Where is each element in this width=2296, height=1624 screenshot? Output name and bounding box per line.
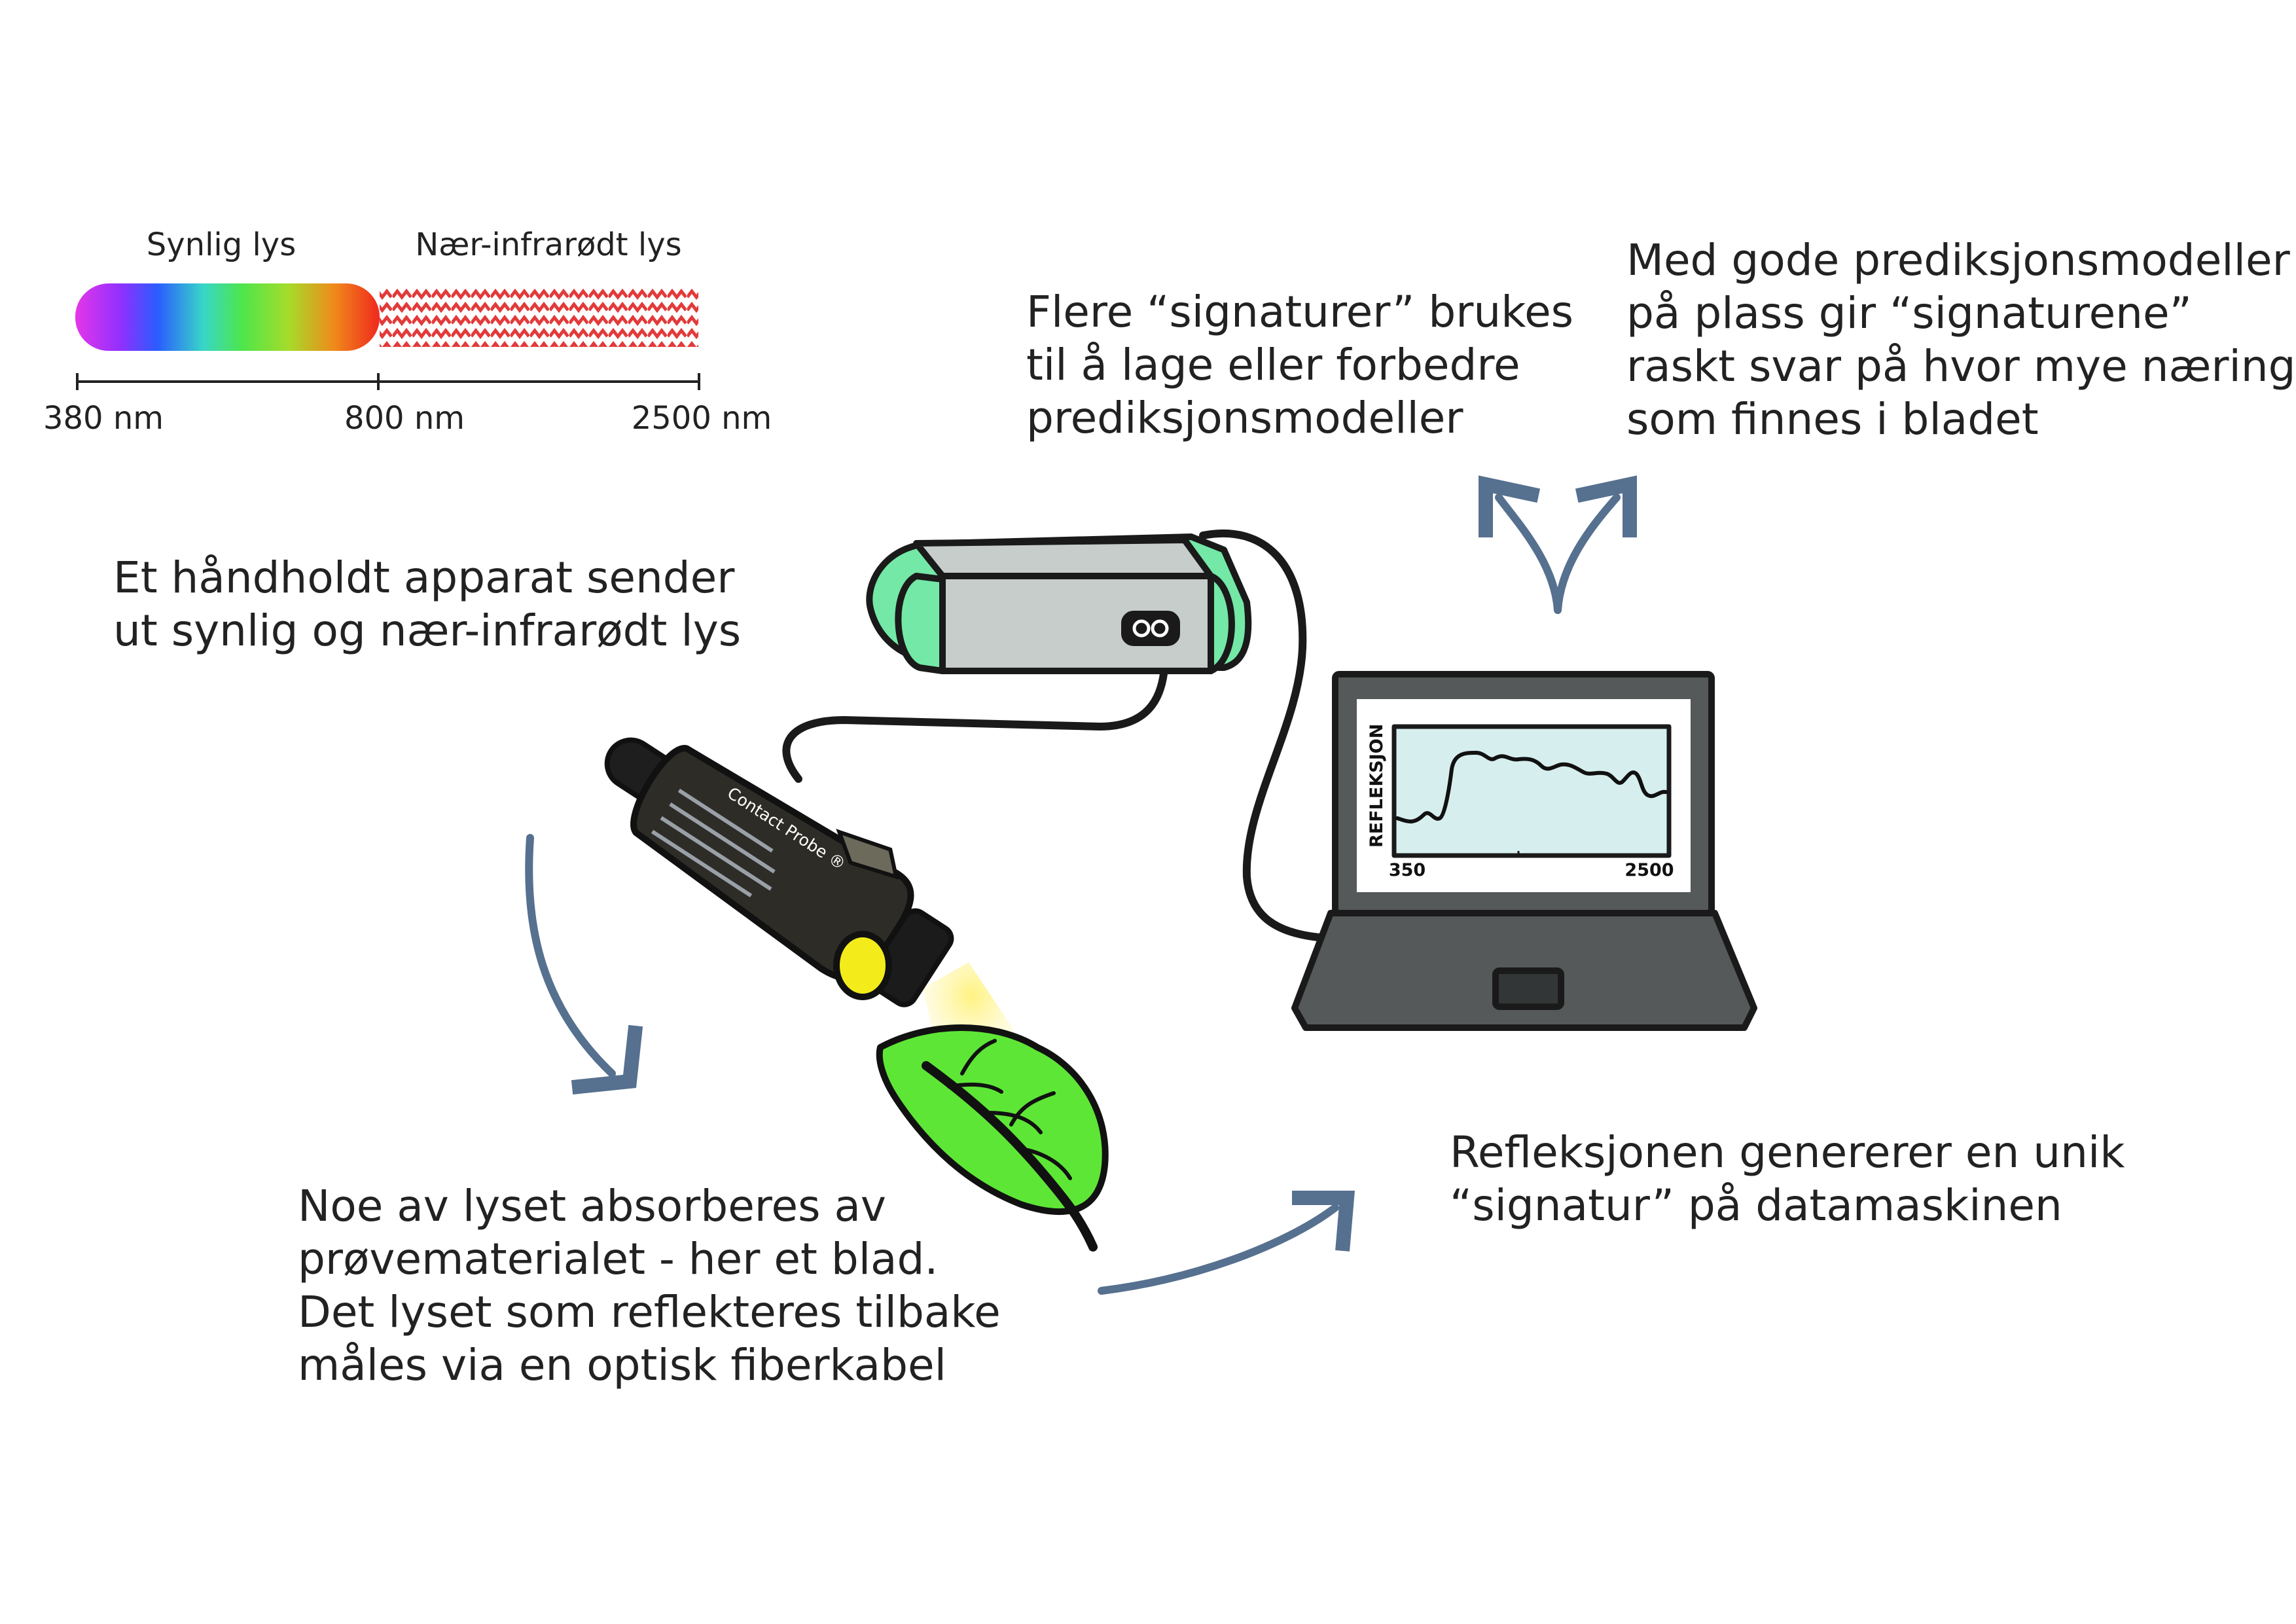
arrow-up-left-shaft <box>1495 494 1562 614</box>
probe-trigger <box>836 829 899 880</box>
grip-line <box>651 829 753 897</box>
caption-line: prediksjonsmodeller <box>1026 393 1463 443</box>
arrow-right-shaft <box>1098 1204 1339 1295</box>
grip-line <box>669 802 776 874</box>
caption-line: måles via en optisk fiberkabel <box>298 1340 946 1390</box>
nir-light-label: Nær-infrarødt lys <box>415 226 681 263</box>
caption-line: til å lage eller forbedre <box>1026 340 1520 390</box>
caption-line: på plass gir “signaturene” <box>1626 288 2192 338</box>
caption-absorb: Noe av lyset absorberes av prøvematerial… <box>298 1181 1014 1390</box>
caption-predict: Med gode prediksjonsmodeller på plass gi… <box>1626 235 2296 444</box>
tick-label-2500: 2500 nm <box>632 400 772 437</box>
screen-axis-ylabel: REFLEKSJON <box>1367 724 1387 848</box>
laptop: REFLEKSJON 350 2500 <box>1291 671 1757 1031</box>
arrow-down-head-icon <box>571 1024 643 1095</box>
arrow-up-left-head-icon <box>1479 475 1541 537</box>
nir-spectrum-band <box>380 288 698 347</box>
port-hole-icon <box>1132 619 1151 638</box>
reflectance-curve <box>1395 751 1668 823</box>
plot-area <box>1391 724 1672 858</box>
caption-line: ut synlig og nær-infrarødt lys <box>113 605 741 656</box>
leaf <box>876 1024 1109 1252</box>
spectrometer-device <box>866 533 1252 674</box>
visible-spectrum-bar <box>75 283 380 351</box>
device-right-cap <box>1208 573 1235 674</box>
arrow-up-right-shaft <box>1554 494 1621 614</box>
caption-handheld: Et håndholdt apparat sender ut synlig og… <box>113 552 748 656</box>
caption-signature: Refleksjonen genererer en unik “signatur… <box>1450 1127 2139 1231</box>
caption-line: raskt svar på hvor mye næring <box>1626 341 2296 391</box>
fiber-cable-probe <box>782 634 1169 783</box>
caption-line: “signatur” på datamaskinen <box>1450 1180 2062 1231</box>
visible-light-label: Synlig lys <box>147 226 296 263</box>
arrow-up-right-head-icon <box>1575 475 1637 537</box>
caption-line: som finnes i bladet <box>1626 394 2039 444</box>
device-left-cap <box>895 573 946 674</box>
fiber-cables <box>782 529 1323 941</box>
caption-line: prøvematerialet - her et blad. <box>298 1234 938 1284</box>
caption-line: Med gode prediksjonsmodeller <box>1626 235 2291 285</box>
port-hole-icon <box>1151 619 1169 638</box>
leaf-veins <box>947 1039 1072 1180</box>
grip-line <box>677 788 774 853</box>
caption-models: Flere “signaturer” brukes til å lage ell… <box>1026 287 1587 443</box>
grip-line <box>660 816 772 891</box>
reflectance-plot: REFLEKSJON 350 2500 <box>1367 724 1674 880</box>
caption-line: Et håndholdt apparat sender <box>113 552 735 603</box>
leaf-stem <box>922 1061 1098 1252</box>
probe-body-group: Contact Probe ® <box>604 737 954 1007</box>
screen-axis-xmin: 350 <box>1389 860 1426 880</box>
device-port <box>1121 611 1180 646</box>
contact-probe: Contact Probe ® <box>604 737 1021 1074</box>
caption-line: Noe av lyset absorberes av <box>298 1181 886 1231</box>
caption-line: Det lyset som reflekteres tilbake <box>298 1287 1001 1337</box>
arrow-right-head-icon <box>1292 1191 1355 1252</box>
arrow-down-shaft <box>525 834 616 1077</box>
caption-line: Refleksjonen genererer en unik <box>1450 1127 2125 1178</box>
device-top <box>913 537 1214 579</box>
tick-label-380: 380 nm <box>43 400 164 437</box>
tick-label-800: 800 nm <box>344 400 465 437</box>
caption-line: Flere “signaturer” brukes <box>1026 287 1573 337</box>
probe-light-lens <box>833 931 892 1000</box>
screen-axis-xmax: 2500 <box>1624 860 1674 880</box>
fiber-cable-laptop <box>1199 529 1323 941</box>
laptop-touchpad <box>1492 967 1564 1010</box>
flow-arrows <box>525 475 1637 1295</box>
spectrum-diagram: Synlig lys Nær-infrarødt lys 380 nm 800 … <box>43 226 772 437</box>
